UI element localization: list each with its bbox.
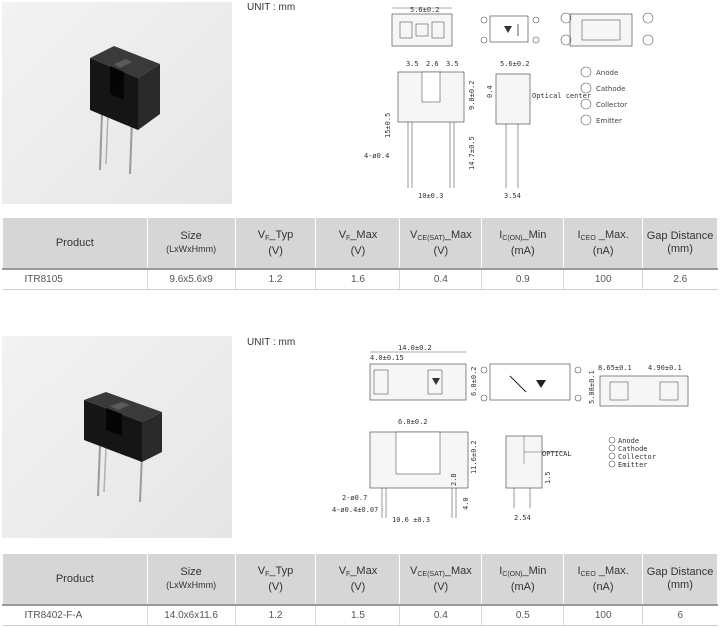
header-iceo-max: ICEO _Max.(nA) — [563, 553, 644, 606]
table-header-row: Product Size(LxWxHmm) VF_Typ(V) VF_Max(V… — [2, 217, 718, 270]
cell-iceo-max: 100 — [563, 269, 644, 290]
cell-gap: 2.6 — [642, 269, 718, 290]
svg-text:Anode: Anode — [618, 437, 639, 445]
svg-text:Collector: Collector — [618, 453, 656, 461]
svg-text:9.0±0.2: 9.0±0.2 — [468, 80, 476, 110]
sensor-photo-1 — [90, 46, 160, 175]
header-gap: Gap Distance(mm) — [642, 217, 718, 270]
svg-text:Emitter: Emitter — [596, 117, 622, 125]
header-ic-min: IC(ON)_Min(mA) — [481, 217, 565, 270]
header-iceo-max: ICEO _Max.(nA) — [563, 217, 644, 270]
svg-text:2.8: 2.8 — [450, 473, 458, 486]
header-vf-max: VF_Max(V) — [315, 553, 401, 606]
svg-text:3.5: 3.5 — [446, 60, 459, 68]
svg-text:10±0.3: 10±0.3 — [418, 192, 443, 200]
table-row: ITR8105 9.6x5.6x9 1.2 1.6 0.4 0.9 100 2.… — [2, 269, 718, 290]
cell-vf-max: 1.5 — [315, 605, 401, 626]
table-row: ITR8402-F-A 14.0x6x11.6 1.2 1.5 0.4 0.5 … — [2, 605, 718, 626]
header-vf-typ: VF_Typ(V) — [234, 553, 317, 606]
cell-iceo-max: 100 — [563, 605, 644, 626]
cell-ic-min: 0.9 — [481, 269, 565, 290]
svg-text:4.0: 4.0 — [462, 497, 470, 510]
cell-product: ITR8402-F-A — [2, 605, 148, 626]
spec-table-2: Product Size(LxWxHmm) VF_Typ(V) VF_Max(V… — [2, 553, 718, 626]
dimension-drawing-2: 14.0±0.2 4.0±0.15 6.0±0.2 8.65±0.1 4.90±… — [332, 344, 689, 524]
svg-text:11.6±0.2: 11.6±0.2 — [470, 440, 478, 474]
cell-product: ITR8105 — [2, 269, 148, 290]
svg-text:2.6: 2.6 — [426, 60, 439, 68]
sensor-photo-2 — [84, 392, 162, 503]
svg-text:2.54: 2.54 — [514, 514, 531, 522]
cell-size: 14.0x6x11.6 — [147, 605, 236, 626]
header-size: Size(LxWxHmm) — [146, 217, 236, 270]
cell-vce-max: 0.4 — [399, 605, 483, 626]
svg-text:0.4: 0.4 — [486, 85, 494, 98]
cell-vce-max: 0.4 — [399, 269, 483, 290]
dimension-drawing-1: 5.6±0.2 3.5 2.6 3.5 10±0.3 4-ø0.4 9.0±0.… — [364, 6, 654, 200]
svg-text:15±0.5: 15±0.5 — [384, 113, 392, 138]
svg-text:14.7±0.5: 14.7±0.5 — [468, 136, 476, 170]
svg-text:Cathode: Cathode — [618, 445, 648, 453]
svg-text:Emitter: Emitter — [618, 461, 648, 469]
header-vce-max: VCE(SAT)_Max(V) — [399, 553, 483, 606]
svg-text:4-ø0.4±0.07: 4-ø0.4±0.07 — [332, 506, 378, 514]
svg-text:Collector: Collector — [596, 101, 627, 109]
cell-vf-typ: 1.2 — [235, 605, 317, 626]
svg-text:3.54: 3.54 — [504, 192, 521, 200]
cell-vf-typ: 1.2 — [235, 269, 317, 290]
svg-text:Anode: Anode — [596, 69, 618, 77]
svg-text:3.5: 3.5 — [406, 60, 419, 68]
svg-text:14.0±0.2: 14.0±0.2 — [398, 344, 432, 352]
cell-vf-max: 1.6 — [315, 269, 401, 290]
cell-size: 9.6x5.6x9 — [147, 269, 236, 290]
svg-text:4-ø0.4: 4-ø0.4 — [364, 152, 389, 160]
svg-text:2-ø0.7: 2-ø0.7 — [342, 494, 367, 502]
svg-text:6.0±0.2: 6.0±0.2 — [470, 366, 478, 396]
header-vf-typ: VF_Typ(V) — [234, 217, 317, 270]
svg-text:5.08±0.1: 5.08±0.1 — [588, 370, 596, 404]
header-product: Product — [2, 553, 148, 606]
svg-text:1.5: 1.5 — [544, 471, 552, 484]
svg-text:4.0±0.15: 4.0±0.15 — [370, 354, 404, 362]
svg-text:Optical center: Optical center — [532, 92, 591, 100]
header-ic-min: IC(ON)_Min(mA) — [481, 553, 565, 606]
table-header-row: Product Size(LxWxHmm) VF_Typ(V) VF_Max(V… — [2, 553, 718, 606]
svg-text:6.0±0.2: 6.0±0.2 — [398, 418, 428, 426]
unit-label: UNIT : mm — [247, 337, 296, 348]
svg-text:10.6 ±0.3: 10.6 ±0.3 — [392, 516, 430, 524]
header-vf-max: VF_Max(V) — [315, 217, 401, 270]
spec-table-1: Product Size(LxWxHmm) VF_Typ(V) VF_Max(V… — [2, 217, 718, 290]
unit-label: UNIT : mm — [247, 2, 296, 13]
product-photo-1 — [2, 2, 232, 204]
svg-text:5.6±0.2: 5.6±0.2 — [500, 60, 530, 68]
header-size: Size(LxWxHmm) — [146, 553, 236, 606]
header-product: Product — [2, 217, 148, 270]
svg-text:4.90±0.1: 4.90±0.1 — [648, 364, 682, 372]
header-gap: Gap Distance(mm) — [642, 553, 718, 606]
cell-gap: 6 — [642, 605, 718, 626]
header-vce-max: VCE(SAT)_Max(V) — [399, 217, 483, 270]
cell-ic-min: 0.5 — [481, 605, 565, 626]
svg-text:Cathode: Cathode — [596, 85, 625, 93]
svg-text:8.65±0.1: 8.65±0.1 — [598, 364, 632, 372]
product-photo-2 — [2, 336, 232, 538]
svg-text:5.6±0.2: 5.6±0.2 — [410, 6, 440, 14]
svg-text:OPTICAL: OPTICAL — [542, 450, 572, 458]
